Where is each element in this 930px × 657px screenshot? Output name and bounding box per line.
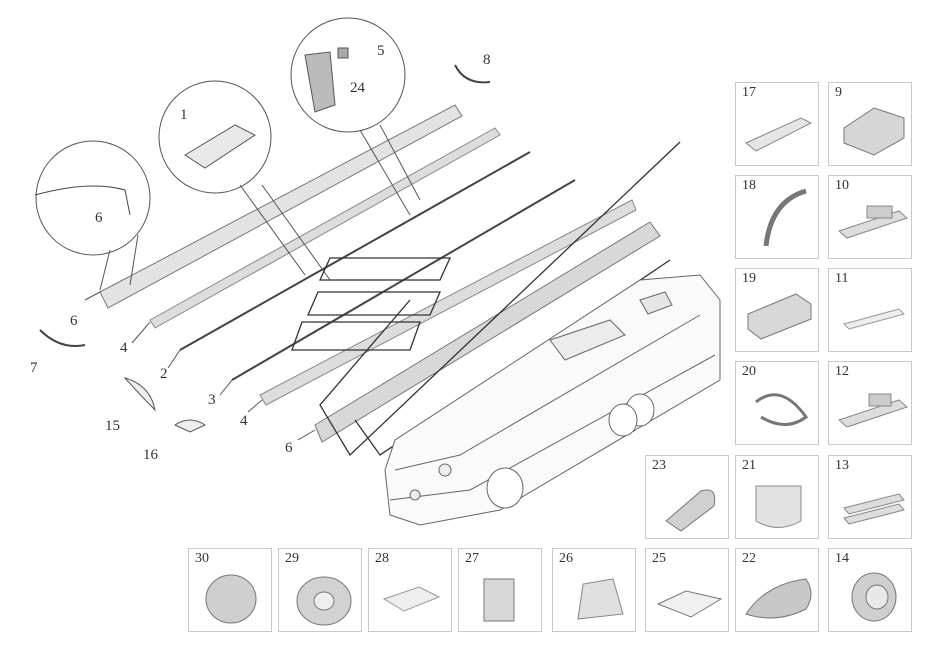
callout-2: 2 [160, 366, 168, 382]
part-9-image [843, 107, 905, 156]
part-cell-30: 30 [188, 548, 272, 632]
part-number: 12 [835, 364, 849, 379]
part-cell-29: 29 [278, 548, 362, 632]
part-26-image [577, 578, 624, 620]
part-cell-14: 14 [828, 548, 912, 632]
part-number: 25 [652, 551, 666, 566]
part-cell-17: 17 [735, 82, 819, 166]
callout-4-left: 4 [120, 340, 128, 356]
callout-3: 3 [208, 392, 216, 408]
part-13-image [843, 493, 905, 525]
part-cell-9: 9 [828, 82, 912, 166]
part-23-image [665, 489, 716, 532]
part-6-detail [34, 185, 131, 216]
part-number: 27 [465, 551, 479, 566]
detail-circle-6 [35, 140, 151, 256]
part-number: 21 [742, 458, 756, 473]
part-cell-19: 19 [735, 268, 819, 352]
trim-rod-6-top [99, 104, 463, 309]
part-25-image [656, 590, 723, 618]
callout-8: 8 [483, 52, 491, 68]
part-12-image [838, 393, 908, 428]
part-number: 9 [835, 85, 842, 100]
detail-circle-1 [158, 80, 272, 194]
callout-24: 24 [350, 80, 365, 96]
trim-line-2 [179, 151, 531, 351]
part-cell-13: 13 [828, 455, 912, 539]
part-cell-10: 10 [828, 175, 912, 259]
callout-6-left: 6 [70, 313, 78, 329]
callout-5: 5 [377, 43, 385, 59]
part-10-image [838, 205, 908, 239]
callout-6-bottom: 6 [285, 440, 293, 456]
part-cell-26: 26 [552, 548, 636, 632]
part-number: 30 [195, 551, 209, 566]
part-cell-18: 18 [735, 175, 819, 259]
part-29-image [296, 576, 352, 626]
part-27-image [483, 578, 515, 622]
part-number: 20 [742, 364, 756, 379]
part-cell-12: 12 [828, 361, 912, 445]
part-cell-27: 27 [458, 548, 542, 632]
part-28-image [382, 586, 441, 612]
part-21-image [755, 485, 802, 528]
part-11-image [843, 308, 905, 330]
part-20-image [755, 393, 809, 426]
part-18-image [763, 188, 807, 247]
callout-15: 15 [105, 418, 120, 434]
part-cell-22: 22 [735, 548, 819, 632]
part-cell-23: 23 [645, 455, 729, 539]
part-number: 19 [742, 271, 756, 286]
part-cell-20: 20 [735, 361, 819, 445]
part-30-image [205, 574, 257, 624]
part-1-plate [184, 124, 256, 169]
part-number: 29 [285, 551, 299, 566]
part-number: 13 [835, 458, 849, 473]
part-cell-25: 25 [645, 548, 729, 632]
trim-strip-4-top [149, 127, 501, 329]
part-number: 22 [742, 551, 756, 566]
part-number: 14 [835, 551, 849, 566]
part-15-shape [123, 377, 156, 412]
callout-6-detail: 6 [95, 210, 103, 226]
part-16-shape [173, 419, 207, 433]
part-number: 11 [835, 271, 849, 286]
part-number: 23 [652, 458, 666, 473]
callout-4-right: 4 [240, 413, 248, 429]
callout-1: 1 [180, 107, 188, 123]
part-number: 26 [559, 551, 573, 566]
part-24-bracket [304, 51, 336, 113]
part-5-bolt [337, 47, 349, 59]
part-number: 18 [742, 178, 756, 193]
part-22-image [745, 578, 812, 619]
trim-strip-4-bottom [259, 199, 637, 406]
part-14-image [851, 572, 897, 622]
callout-16: 16 [143, 447, 158, 463]
part-cell-28: 28 [368, 548, 452, 632]
part-number: 28 [375, 551, 389, 566]
bus-body [384, 274, 721, 526]
part-cell-21: 21 [735, 455, 819, 539]
part-17-image [745, 117, 813, 152]
part-7-clip [39, 329, 86, 347]
detail-circle-5-24 [290, 17, 406, 133]
part-number: 10 [835, 178, 849, 193]
part-8-clip [454, 64, 491, 84]
callout-7: 7 [30, 360, 38, 376]
part-number: 17 [742, 85, 756, 100]
part-cell-11: 11 [828, 268, 912, 352]
trim-rod-6-bottom [314, 221, 661, 443]
part-19-image [747, 293, 812, 340]
